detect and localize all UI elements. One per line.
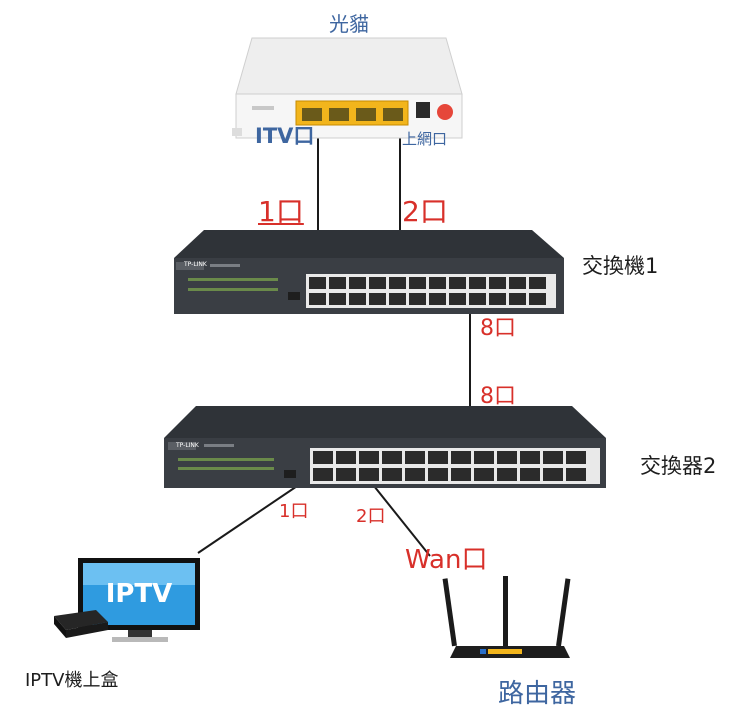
switch2-brand: TP-LINK — [175, 442, 200, 449]
router-device — [442, 576, 571, 658]
switch2-name: 交換器2 — [640, 454, 717, 478]
modem-title: 光貓 — [329, 12, 369, 36]
router-wan-label: Wan口 — [405, 545, 488, 575]
switch1-brand: TP-LINK — [183, 261, 208, 268]
tv-screen-text: IPTV — [106, 579, 173, 609]
wire-switch2-to-iptv — [197, 475, 313, 554]
iptv-name: IPTV機上盒 — [25, 670, 119, 691]
switch2-device: TP-LINK — [164, 406, 606, 488]
switch1-port1-label: 1口 — [258, 195, 304, 228]
itv-port-label: ITV口 — [255, 124, 315, 148]
router-name: 路由器 — [498, 679, 577, 709]
switch2-port1-label: 1口 — [279, 501, 309, 522]
wire-switch2-to-router — [365, 475, 431, 557]
switch2-port2-label: 2口 — [356, 506, 386, 527]
switch1-device: TP-LINK — [174, 230, 564, 314]
switch2-port8-label: 8口 — [480, 384, 516, 409]
switch1-port8-label: 8口 — [480, 316, 516, 341]
switch1-port2-label: 2口 — [402, 195, 448, 228]
iptv-device: IPTV — [54, 558, 200, 642]
optical-modem — [232, 37, 463, 139]
uplink-port-label: 上網口 — [402, 130, 448, 148]
switch1-name: 交換機1 — [582, 254, 659, 278]
